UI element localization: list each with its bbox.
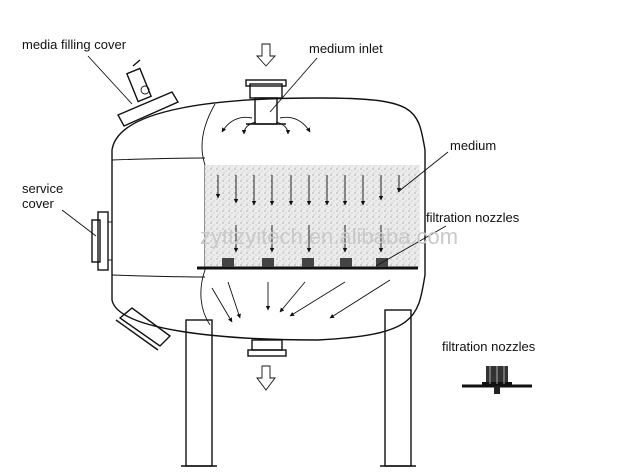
label-medium-inlet: medium inlet — [309, 41, 383, 56]
flow-arrows-medium — [215, 175, 402, 253]
nozzle-detail-icon — [462, 366, 532, 394]
outlet-pipe — [247, 339, 287, 391]
medium-inlet-pipe — [221, 43, 311, 135]
nozzle — [218, 258, 238, 269]
watermark: zyttzyitech.en.alibaba.com — [200, 224, 458, 249]
label-media-filling-cover: media filling cover — [22, 37, 127, 52]
support-legs — [181, 309, 416, 467]
nozzle — [336, 258, 356, 269]
drain-cover — [115, 307, 172, 351]
flow-arrows-bottom — [211, 279, 391, 323]
leader-lines — [61, 55, 449, 267]
label-medium: medium — [450, 138, 496, 153]
nozzle — [258, 258, 278, 269]
label-service-cover-line1: service — [22, 181, 63, 196]
nozzle — [298, 258, 318, 269]
label-filtration-nozzles-detail: filtration nozzles — [442, 339, 536, 354]
media-filling-cover — [117, 59, 180, 127]
label-filtration-nozzles: filtration nozzles — [426, 210, 520, 225]
medium-bed — [197, 165, 420, 270]
service-cover — [91, 211, 112, 271]
label-service-cover-line2: cover — [22, 196, 54, 211]
